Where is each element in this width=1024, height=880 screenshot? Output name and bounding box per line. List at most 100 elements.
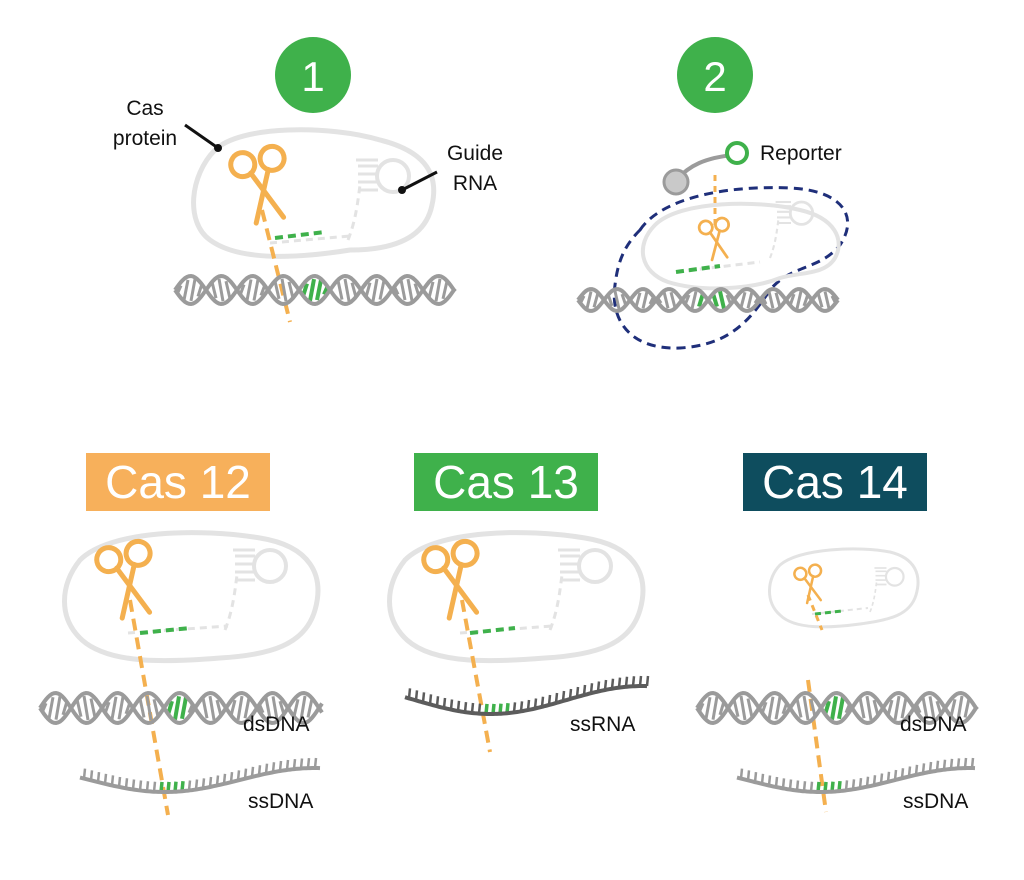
base-pair: [47, 696, 55, 720]
cas-protein-label: Cas: [126, 97, 163, 120]
base-pair: [441, 280, 449, 300]
quencher-dot: [662, 168, 690, 196]
base-pair: [704, 696, 712, 720]
scissors-icon: [422, 539, 490, 621]
base-pair: [809, 698, 817, 718]
base-pair: [189, 278, 197, 302]
base-pair: [399, 279, 407, 301]
cas-protein-label-2: protein: [113, 127, 177, 150]
guide-match-segment: [814, 609, 843, 616]
base-pair: [182, 279, 190, 301]
base-pair: [613, 290, 621, 310]
step-1-panel: 1 Cas protein Guide RNA: [113, 37, 503, 323]
cas13-panel: Cas 13 ssRNA: [387, 453, 650, 753]
base-pair: [900, 697, 908, 719]
base-pair: [54, 696, 62, 720]
base-pair: [774, 292, 782, 308]
base-pair: [746, 291, 754, 309]
base-pair: [921, 696, 929, 720]
guide-rna-hairpin: [346, 158, 411, 242]
base-pair: [138, 698, 146, 718]
base-pair: [427, 281, 435, 299]
base-pair: [641, 291, 649, 309]
base-pair: [82, 695, 90, 721]
base-pair: [767, 696, 775, 720]
cas-protein-body: [640, 201, 841, 291]
base-pair: [145, 695, 153, 721]
guide-match-segment: [274, 230, 326, 240]
ssdna-strand: [79, 757, 321, 794]
base-pair: [287, 281, 295, 299]
base-pair: [823, 291, 831, 309]
step-2-badge: 2: [677, 37, 753, 113]
backbone-strand: [695, 690, 979, 726]
base-pair: [732, 698, 740, 718]
guide-match-segment: [675, 264, 721, 274]
step-number: 2: [703, 53, 726, 100]
base-pair: [774, 696, 782, 720]
ssrna-label: ssRNA: [570, 713, 635, 736]
backbone-strand: [173, 273, 457, 307]
target-base-pair: [180, 696, 188, 720]
base-pair: [662, 291, 670, 309]
step-number: 1: [301, 53, 324, 100]
ssdna-label: ssDNA: [903, 790, 968, 813]
base-pair: [152, 698, 160, 718]
base-pair: [110, 696, 118, 720]
step-2-panel: 2 Reporter: [576, 37, 850, 350]
dsdna-helix: [173, 273, 457, 307]
guide-match-segment: [139, 626, 191, 635]
base-pair: [336, 280, 344, 300]
dsdna-helix: [695, 690, 979, 726]
base-pair: [271, 696, 279, 720]
guide-rna-hairpin: [548, 548, 613, 632]
guide-rna-hairpin: [868, 566, 905, 614]
reporter-label: Reporter: [760, 142, 842, 165]
base-pair: [236, 695, 244, 721]
cas14-panel: Cas 14 dsDNA ssDNA: [695, 453, 979, 813]
base-pair: [245, 279, 253, 301]
base-pair: [690, 290, 698, 310]
base-pair: [963, 698, 971, 718]
base-pair: [217, 278, 225, 302]
base: [645, 675, 650, 687]
base-pair: [893, 695, 901, 721]
base-pair: [378, 280, 386, 300]
base-pair: [592, 292, 600, 308]
pointer-dot: [398, 186, 406, 194]
cas13-title: Cas 13: [433, 456, 579, 508]
cas12-header-bg: [86, 453, 270, 511]
base-pair: [634, 292, 642, 308]
backbone-strand: [38, 690, 324, 726]
base-pair: [585, 291, 593, 309]
target-base-pair: [837, 696, 845, 720]
cut-line: [460, 599, 492, 753]
cas-protein-body: [191, 127, 437, 259]
base-pair: [739, 695, 747, 721]
cut-line: [128, 599, 170, 816]
base-pair: [243, 697, 251, 719]
base-pair: [816, 292, 824, 308]
base-pair: [434, 278, 442, 302]
guide-rna-pointer: [401, 170, 438, 192]
base-pair: [928, 696, 936, 720]
cas-protein-body: [387, 530, 646, 664]
guide-rna-hairpin: [223, 548, 288, 632]
base-pair: [711, 696, 719, 720]
base-pair: [201, 697, 209, 719]
backbone-strand: [38, 690, 324, 726]
base-pair: [767, 291, 775, 309]
base-pair: [739, 291, 747, 309]
base-pair: [224, 280, 232, 300]
base-pair: [273, 280, 281, 300]
ssdna-label: ssDNA: [248, 790, 313, 813]
ssdna-strand: [736, 757, 976, 794]
scissors-icon: [696, 215, 736, 263]
backbone-strand: [173, 273, 457, 307]
target-base-pair: [315, 279, 323, 301]
cas-protein-pointer: [184, 123, 219, 150]
base-pair: [343, 278, 351, 302]
cas13-header-bg: [414, 453, 598, 511]
single-strand-backbone: [79, 766, 321, 794]
cas14-header-bg: [743, 453, 927, 511]
